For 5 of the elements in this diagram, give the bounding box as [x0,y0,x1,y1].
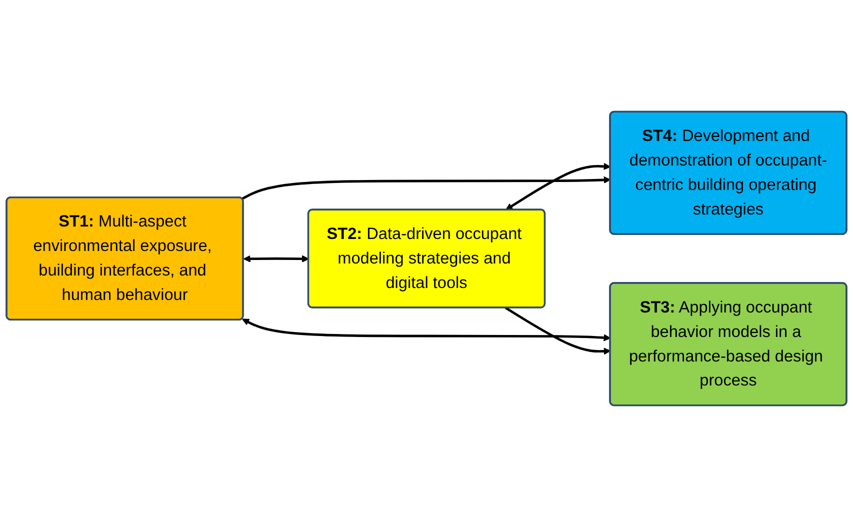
arrow [242,318,611,342]
arrow [504,306,611,355]
arrow [506,162,611,210]
arrow [243,255,309,262]
arrow [242,176,611,200]
